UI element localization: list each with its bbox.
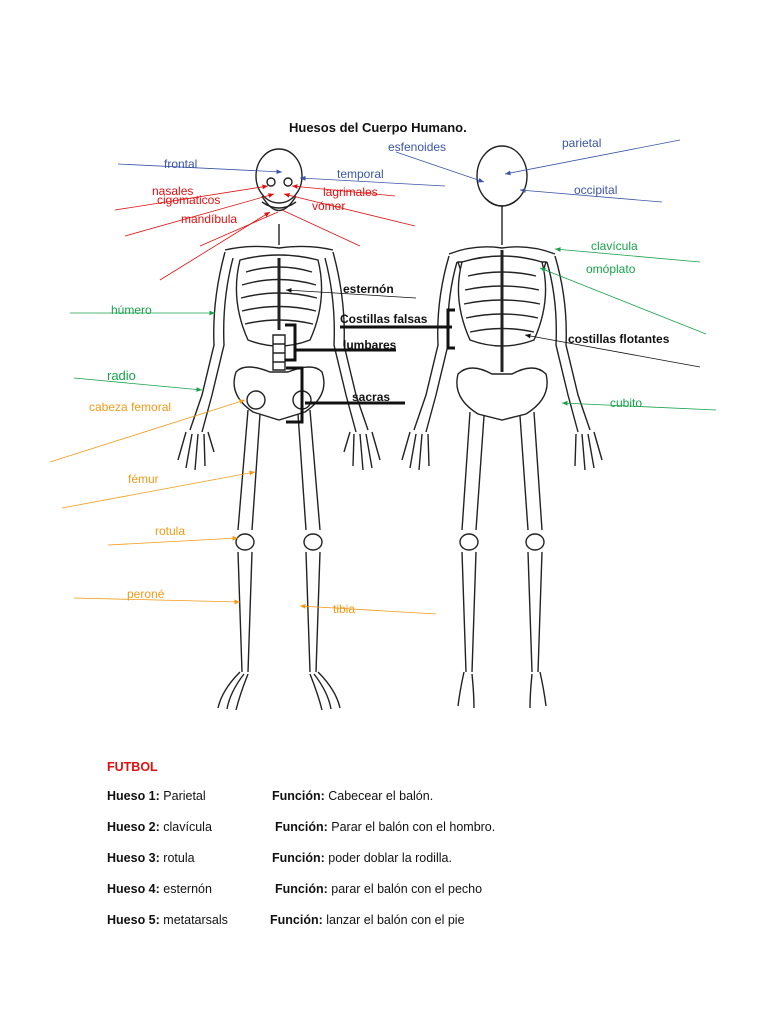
function-key: Función: — [275, 882, 328, 896]
label-lagrimales: lagrimales — [323, 185, 378, 199]
label-sacras: sacras — [352, 390, 391, 404]
front-left-femur — [237, 409, 261, 531]
label-cigomaticos: cigomaticos — [157, 193, 221, 207]
label-perone: peroné — [127, 587, 165, 601]
bone-name: clavícula — [163, 820, 212, 834]
front-skull — [255, 148, 303, 204]
back-right-tibia — [527, 551, 543, 673]
bone-key: Hueso 2: — [107, 820, 160, 834]
section-header: FUTBOL — [107, 760, 158, 774]
bone-name: rotula — [163, 851, 195, 865]
bone-name: esternón — [163, 882, 212, 896]
back-left-tibia — [461, 551, 477, 673]
back-skeleton — [401, 145, 603, 709]
back-left-arm — [413, 255, 450, 431]
function-text: Parar el balón con el hombro. — [331, 820, 496, 834]
function-key: Función: — [272, 789, 325, 803]
front-right-foot — [309, 671, 341, 711]
front-left-arm — [189, 251, 226, 431]
bone-row: Hueso 5: metatarsals Función: lanzar el … — [107, 913, 465, 944]
label-vomer: vómer — [312, 199, 346, 213]
back-right-femur — [519, 411, 543, 531]
front-left-hand — [177, 431, 215, 471]
back-left-femur — [461, 411, 485, 531]
back-right-hand — [574, 431, 603, 471]
back-skull — [476, 145, 528, 207]
bone-row: Hueso 1: Parietal Función: Cabecear el b… — [107, 789, 433, 820]
bone-name: Parietal — [163, 789, 206, 803]
function-text: lanzar el balón con el pie — [326, 913, 465, 927]
label-occipital: occipital — [574, 183, 618, 197]
label-humero: húmero — [111, 303, 152, 317]
back-left-foot — [457, 671, 475, 709]
bone-row: Hueso 4: esternón Función: parar el baló… — [107, 882, 482, 913]
label-femur: fémur — [128, 472, 159, 486]
label-tibia: tibia — [333, 602, 356, 616]
label-cubito: cubito — [610, 396, 643, 410]
function-key: Función: — [270, 913, 323, 927]
label-esfenoides: esfenoides — [388, 140, 447, 154]
back-right-foot — [529, 671, 547, 709]
front-left-tibia — [237, 551, 253, 673]
bone-row: Hueso 3: rotula Función: poder doblar la… — [107, 851, 452, 882]
label-rotula: rotula — [155, 524, 186, 538]
function-text: poder doblar la rodilla. — [328, 851, 452, 865]
bone-name: metatarsals — [163, 913, 228, 927]
bone-key: Hueso 3: — [107, 851, 160, 865]
label-mandibula: mandíbula — [181, 212, 238, 226]
label-omoplato: omóplato — [586, 262, 636, 276]
bone-key: Hueso 5: — [107, 913, 160, 927]
front-clavicles — [224, 245, 334, 251]
label-esternon: esternón — [343, 282, 394, 296]
label-cabeza-femoral: cabeza femoral — [89, 400, 172, 414]
front-right-arm — [332, 251, 369, 431]
bone-row: Hueso 2: clavícula Función: Parar el bal… — [107, 820, 495, 851]
label-frontal: frontal — [164, 157, 198, 171]
futbol-section: FUTBOL Hueso 1: Parietal Función: Cabece… — [107, 760, 495, 944]
function-key: Función: — [272, 851, 325, 865]
label-lumbares: lumbares — [343, 338, 397, 352]
front-right-femur — [297, 409, 321, 531]
function-key: Función: — [275, 820, 328, 834]
front-skeleton — [177, 148, 381, 711]
back-right-arm — [554, 255, 591, 431]
front-jaw — [261, 195, 297, 212]
label-nasales: nasales — [152, 184, 194, 198]
label-clavicula: clavícula — [591, 239, 638, 253]
diagram-title: Huesos del Cuerpo Humano. — [289, 120, 467, 135]
front-left-foot — [217, 671, 249, 711]
bone-key: Hueso 4: — [107, 882, 160, 896]
function-text: parar el balón con el pecho — [331, 882, 483, 896]
label-radio: radio — [107, 368, 136, 383]
function-text: Cabecear el balón. — [328, 789, 434, 803]
label-parietal: parietal — [562, 136, 602, 150]
back-pelvis — [456, 367, 548, 421]
label-costillas-falsas: Costillas falsas — [340, 312, 428, 326]
front-right-hand — [343, 431, 381, 471]
back-left-hand — [401, 431, 430, 471]
pointer-lines — [49, 139, 717, 615]
bone-key: Hueso 1: — [107, 789, 160, 803]
front-right-tibia — [305, 551, 321, 673]
label-costillas-flotantes: costillas flotantes — [568, 332, 670, 346]
label-temporal: temporal — [337, 167, 384, 181]
